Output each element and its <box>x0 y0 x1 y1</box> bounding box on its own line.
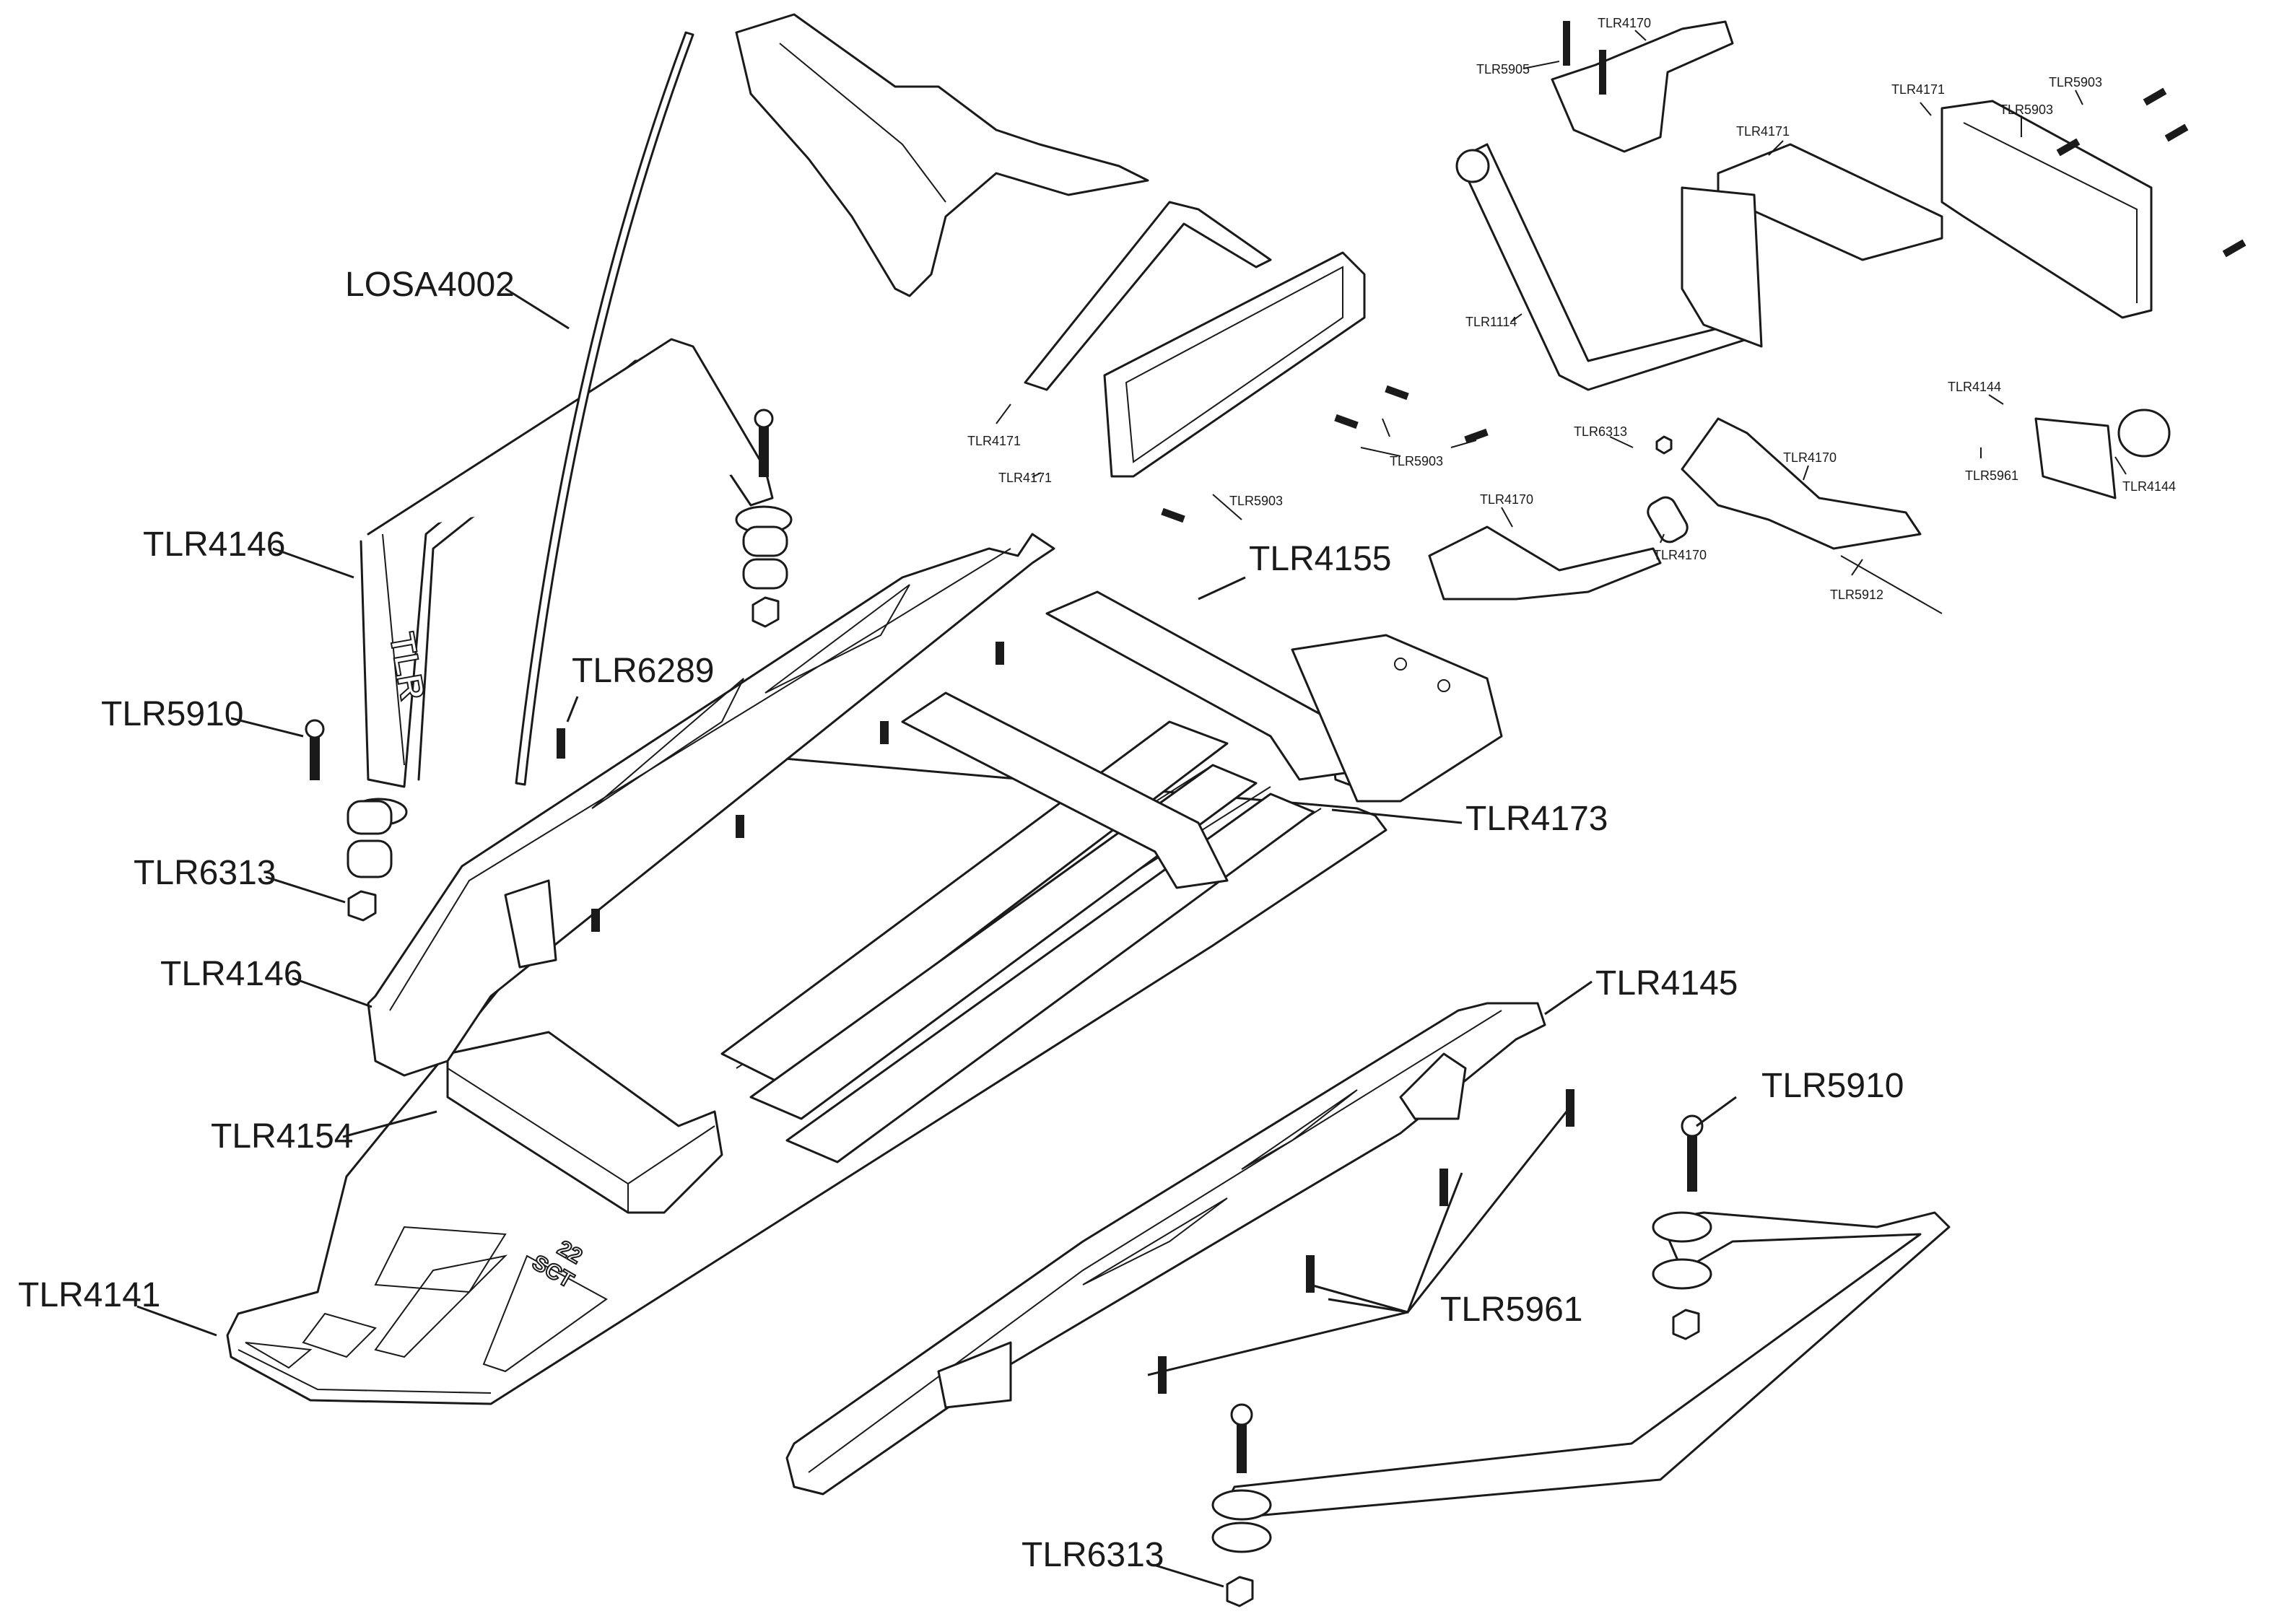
antenna-tube <box>515 31 694 786</box>
part-label-tlr5903-d: TLR5903 <box>1390 454 1443 468</box>
part-label-tlr4144-b: TLR4144 <box>2122 479 2176 494</box>
leader-lines <box>136 30 2127 1588</box>
part-label-tlr6289: TLR6289 <box>572 652 714 690</box>
part-label-tlr5910-right: TLR5910 <box>1761 1067 1904 1105</box>
part-label-tlr6313-left: TLR6313 <box>134 854 276 892</box>
part-label-tlr4141: TLR4141 <box>18 1276 160 1314</box>
part-label-tlr4171-b: TLR4171 <box>1891 82 1945 97</box>
part-label-tlr4170-c: TLR4170 <box>1480 492 1533 507</box>
part-label-tlr4171-a: TLR4171 <box>1736 124 1790 139</box>
mud-flaps <box>1681 186 2171 499</box>
part-label-tlr5903-a: TLR5903 <box>2000 102 2053 117</box>
part-label-tlr6313-small: TLR6313 <box>1574 424 1627 439</box>
rear-chassis-plate <box>1291 634 1503 803</box>
front-bumper-frame <box>1024 201 1366 478</box>
part-labels-large: LOSA4002 TLR4146 TLR6289 TLR5910 TLR6313… <box>18 266 1904 1574</box>
part-label-tlr4146-lower: TLR4146 <box>160 955 302 993</box>
battery-straps <box>901 590 1351 889</box>
part-label-tlr4154: TLR4154 <box>211 1117 353 1156</box>
part-label-tlr5903-c: TLR5903 <box>1229 494 1283 508</box>
rear-bumper-frames <box>1717 100 2153 319</box>
part-label-tlr4146-upper: TLR4146 <box>143 525 285 564</box>
part-label-tlr4170-a: TLR4170 <box>1598 16 1651 30</box>
part-label-tlr4171-c: TLR4171 <box>967 434 1021 448</box>
part-label-tlr4170-d: TLR4170 <box>1653 548 1707 562</box>
front-arms-top <box>735 13 1149 297</box>
part-label-tlr1114: TLR1114 <box>1465 315 1517 329</box>
posts-and-spacers <box>347 525 788 878</box>
part-label-losa4002: LOSA4002 <box>345 266 515 304</box>
screws <box>305 409 1704 1473</box>
left-side-rail <box>367 533 1055 1077</box>
part-label-tlr5961: TLR5961 <box>1440 1291 1582 1329</box>
part-label-tlr4170-b: TLR4170 <box>1783 450 1837 465</box>
part-label-tlr5905: TLR5905 <box>1476 62 1530 77</box>
part-label-tlr4171-d: TLR4171 <box>998 471 1052 485</box>
part-labels-small: TLR5905 TLR4170 TLR4171 TLR4171 TLR5903 … <box>967 16 2176 602</box>
part-label-tlr4173: TLR4173 <box>1465 800 1608 838</box>
rear-hitch <box>1551 20 1734 153</box>
part-label-tlr6313-bottom: TLR6313 <box>1021 1536 1164 1574</box>
front-brace-upper: TLR <box>350 338 793 826</box>
small-hardware <box>1161 21 2247 523</box>
part-label-tlr4155: TLR4155 <box>1249 540 1391 578</box>
rear-arms <box>1428 417 1943 614</box>
front-bumper-block <box>446 1031 723 1214</box>
part-label-tlr5903-b: TLR5903 <box>2049 75 2102 90</box>
right-side-rail <box>785 1002 1546 1496</box>
rear-brace-lower <box>1211 1211 1951 1553</box>
part-label-tlr4145: TLR4145 <box>1595 964 1738 1003</box>
part-label-tlr4144-a: TLR4144 <box>1948 380 2001 394</box>
part-label-tlr5912: TLR5912 <box>1830 588 1883 602</box>
nuts <box>347 596 1700 1607</box>
part-label-tlr5910-left: TLR5910 <box>101 695 243 733</box>
part-label-tlr5961-small: TLR5961 <box>1965 468 2018 483</box>
